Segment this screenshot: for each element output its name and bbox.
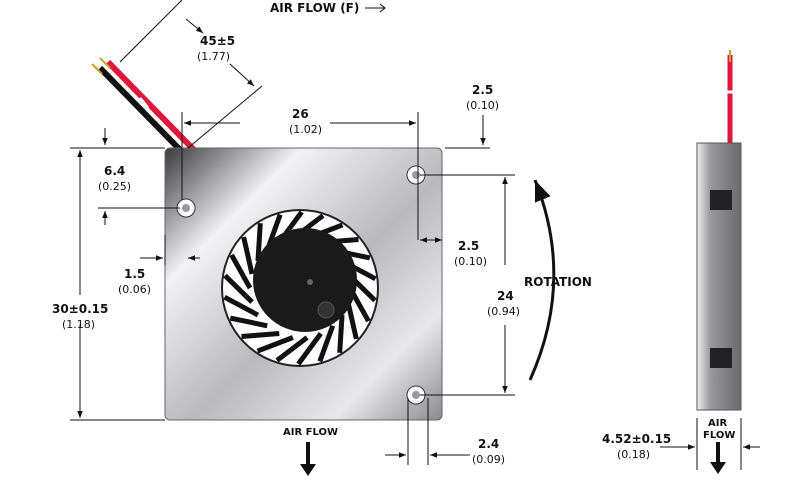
dimension-lines bbox=[70, 0, 760, 470]
side-view bbox=[696, 50, 742, 411]
top-airflow-label: AIR FLOW (F) bbox=[270, 1, 359, 15]
impeller-blade bbox=[229, 315, 268, 329]
dim-thickness-inch: (0.18) bbox=[617, 448, 650, 461]
dim-height-inch: (1.18) bbox=[62, 318, 95, 331]
side-airflow-label-1: AIR bbox=[708, 418, 727, 429]
dim-top-offset-inch: (0.10) bbox=[466, 99, 499, 112]
impeller-blade bbox=[241, 236, 255, 275]
impeller-blade bbox=[256, 335, 294, 354]
impeller-blade bbox=[255, 223, 263, 262]
dim-hole-offset-inch: (0.25) bbox=[98, 180, 131, 193]
top-airflow-arrow-icon bbox=[365, 3, 386, 13]
dim-right-offset-inch: (0.10) bbox=[454, 255, 487, 268]
dim-hole-spacing-inch: (0.94) bbox=[487, 305, 520, 318]
cable bbox=[91, 57, 201, 163]
impeller-blade bbox=[223, 273, 254, 304]
dim-right-offset: 2.5 bbox=[458, 239, 479, 253]
rotation-label: ROTATION bbox=[524, 275, 592, 289]
dim-side-offset: 1.5 bbox=[124, 267, 145, 281]
dim-cable-length-inch: (1.77) bbox=[197, 50, 230, 63]
dim-cable-length: 45±5 bbox=[200, 34, 235, 48]
impeller-blade bbox=[241, 330, 280, 340]
dim-hole-offset: 6.4 bbox=[104, 164, 125, 178]
front-airflow-label: AIR FLOW bbox=[283, 427, 338, 438]
impeller-blade bbox=[345, 301, 359, 340]
fan-impeller bbox=[221, 209, 379, 367]
dim-hole-spacing: 24 bbox=[497, 289, 514, 303]
impeller-blade bbox=[275, 335, 309, 363]
dim-thickness: 4.52±0.15 bbox=[602, 432, 671, 446]
impeller-blade bbox=[296, 332, 323, 366]
side-airflow-arrow-icon bbox=[710, 442, 726, 474]
front-airflow-arrow-icon bbox=[300, 442, 316, 476]
side-airflow-label-2: FLOW bbox=[703, 430, 735, 441]
dim-hole-bottom: 2.4 bbox=[478, 437, 499, 451]
dim-height: 30±0.15 bbox=[52, 302, 108, 316]
impeller-blade bbox=[223, 294, 260, 318]
impeller-blade bbox=[229, 253, 253, 290]
dim-hole-bottom-inch: (0.09) bbox=[472, 453, 505, 466]
dim-width: 26 bbox=[292, 107, 309, 121]
dim-top-offset: 2.5 bbox=[472, 83, 493, 97]
impeller-blade bbox=[317, 324, 336, 363]
rotation-arrow-icon bbox=[528, 179, 556, 381]
dim-side-offset-inch: (0.06) bbox=[118, 283, 151, 296]
dim-width-inch: (1.02) bbox=[289, 123, 322, 136]
impeller-blade bbox=[337, 314, 345, 353]
